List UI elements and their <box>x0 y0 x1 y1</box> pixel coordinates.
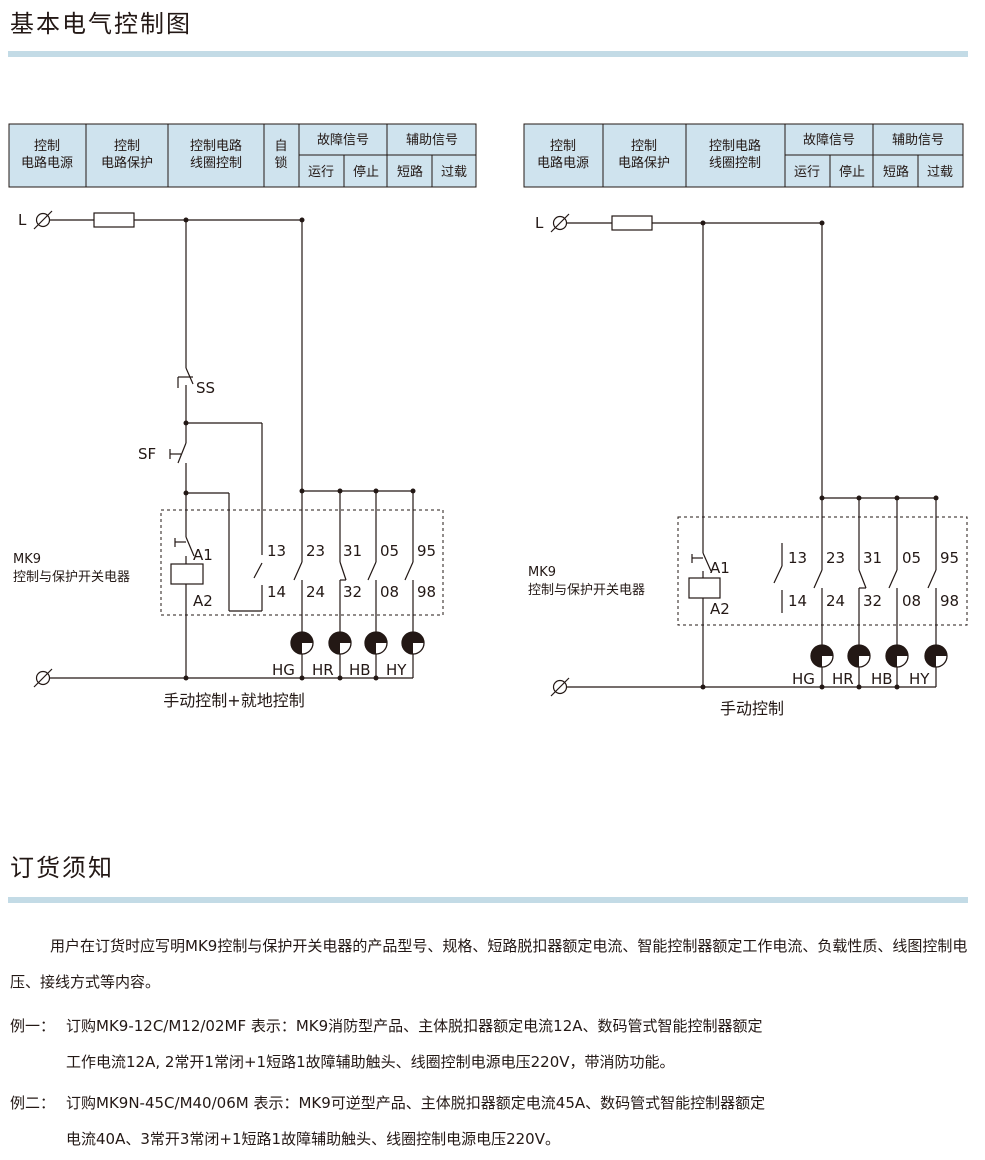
mk9-label-left: MK9 <box>13 552 41 567</box>
hdr-aux: 辅助信号 <box>406 133 458 148</box>
caption-left: 手动控制+就地控制 <box>163 691 304 710</box>
left-diagram: 控制 电路电源 控制 电路保护 控制电路 线圈控制 自 锁 故障信号 辅助信号 … <box>8 123 477 710</box>
label-a1-right: A1 <box>710 559 730 577</box>
hdr-stop: 停止 <box>353 164 379 180</box>
order-intro-text: 用户在订货时应写明MK9控制与保护开关电器的产品型号、规格、短路脱扣器额定电流、… <box>10 937 968 991</box>
hdr-overload: 过载 <box>441 165 467 180</box>
contact-31-left: 31 <box>343 542 362 560</box>
lamp-label-hy-right: HY <box>909 670 930 688</box>
hdr-aux-right: 辅助信号 <box>892 133 944 148</box>
hdr-coil-2-right: 线圈控制 <box>709 156 761 171</box>
contact-13-right: 13 <box>788 549 807 567</box>
mk9-label-right: MK9 <box>528 565 556 580</box>
contact-95-left: 95 <box>417 542 436 560</box>
hdr-run: 运行 <box>308 165 334 180</box>
label-L-left: L <box>18 211 27 229</box>
hdr-protect-2: 电路保护 <box>101 155 153 171</box>
example2-label: 例二： <box>10 1094 56 1112</box>
contact-08-right: 08 <box>902 592 921 610</box>
left-junctions <box>183 217 416 681</box>
example1-line2: 工作电流12A, 2常开1常闭+1短路1故障辅助触头、线圈控制电源电压220V，… <box>66 1053 675 1071</box>
lamp-hr-right <box>847 644 871 668</box>
contact-13-left: 13 <box>267 542 286 560</box>
left-wiring <box>33 210 414 688</box>
lamp-hy-right <box>924 644 948 668</box>
lamp-label-hb-left: HB <box>349 661 371 679</box>
lamp-hg-left <box>290 631 314 655</box>
hdr-selflock-1: 自 <box>274 139 287 154</box>
hdr-fault: 故障信号 <box>317 133 369 148</box>
device-label-right: 控制与保护开关电器 <box>528 583 645 598</box>
device-label-left: 控制与保护开关电器 <box>13 570 130 585</box>
label-sf: SF <box>138 445 156 463</box>
section-title-diagram: 基本电气控制图 <box>10 10 192 38</box>
hdr-coil-1-right: 控制电路 <box>709 138 761 154</box>
section-divider-2 <box>8 897 968 903</box>
contact-23-right: 23 <box>826 549 845 567</box>
hdr-stop-right: 停止 <box>839 164 865 180</box>
left-header-table <box>8 123 477 188</box>
hdr-fault-right: 故障信号 <box>803 133 855 148</box>
right-header-table <box>523 123 964 188</box>
lamp-label-hg-left: HG <box>272 661 295 679</box>
lamp-hr-left <box>328 631 352 655</box>
hdr-coil-1: 控制电路 <box>190 138 242 154</box>
contact-32-right: 32 <box>863 592 882 610</box>
lamp-label-hb-right: HB <box>871 670 893 688</box>
label-a2-left: A2 <box>193 592 213 610</box>
hdr-protect-1-right: 控制 <box>631 139 657 154</box>
contact-32-left: 32 <box>343 583 362 601</box>
lamp-hb-right <box>885 644 909 668</box>
label-a1-left: A1 <box>193 546 213 564</box>
example2-line2: 电流40A、3常开3常闭+1短路1故障辅助触头、线圈控制电源电压220V。 <box>66 1130 560 1148</box>
section-title-ordering: 订货须知 <box>10 854 114 882</box>
hdr-protect-1: 控制 <box>114 139 140 154</box>
example2-line1: 订购MK9N-45C/M40/06M 表示：MK9可逆型产品、主体脱扣器额定电流… <box>66 1094 766 1112</box>
contact-24-right: 24 <box>826 592 845 610</box>
example1-label: 例一： <box>10 1017 56 1035</box>
hdr-power-2: 电路电源 <box>21 155 73 171</box>
label-ss: SS <box>196 379 215 397</box>
hdr-power-1: 控制 <box>34 139 60 154</box>
hdr-power-2-right: 电路电源 <box>537 155 589 171</box>
lamp-hg-right <box>810 644 834 668</box>
lamp-hy-left <box>401 631 425 655</box>
right-wiring <box>550 213 937 697</box>
lamp-label-hy-left: HY <box>386 661 407 679</box>
contact-14-left: 14 <box>267 583 286 601</box>
control-diagrams: 控制 电路电源 控制 电路保护 控制电路 线圈控制 自 锁 故障信号 辅助信号 … <box>8 123 968 718</box>
hdr-run-right: 运行 <box>794 165 820 180</box>
label-L-right: L <box>535 214 544 232</box>
hdr-protect-2-right: 电路保护 <box>618 155 670 171</box>
hdr-overload-right: 过载 <box>927 165 953 180</box>
lamp-hb-left <box>364 631 388 655</box>
right-junctions <box>700 220 939 690</box>
section-divider <box>8 51 968 57</box>
lamp-label-hr-right: HR <box>832 670 854 688</box>
hdr-selflock-2: 锁 <box>274 155 287 171</box>
contact-95-right: 95 <box>940 549 959 567</box>
contact-05-right: 05 <box>902 549 921 567</box>
label-a2-right: A2 <box>710 600 730 618</box>
hdr-short: 短路 <box>397 164 423 180</box>
right-mk9-box <box>677 516 968 626</box>
contact-08-left: 08 <box>380 583 399 601</box>
contact-98-left: 98 <box>417 583 436 601</box>
order-intro: 用户在订货时应写明MK9控制与保护开关电器的产品型号、规格、短路脱扣器额定电流、… <box>10 928 975 1000</box>
contact-05-left: 05 <box>380 542 399 560</box>
lamp-label-hg-right: HG <box>792 670 815 688</box>
example1-line1: 订购MK9-12C/M12/02MF 表示：MK9消防型产品、主体脱扣器额定电流… <box>66 1017 763 1035</box>
lamp-label-hr-left: HR <box>312 661 334 679</box>
contact-31-right: 31 <box>863 549 882 567</box>
contact-24-left: 24 <box>306 583 325 601</box>
hdr-short-right: 短路 <box>883 164 909 180</box>
contact-14-right: 14 <box>788 592 807 610</box>
caption-right: 手动控制 <box>720 699 784 718</box>
left-mk9-box <box>160 509 444 616</box>
contact-23-left: 23 <box>306 542 325 560</box>
contact-98-right: 98 <box>940 592 959 610</box>
hdr-coil-2: 线圈控制 <box>190 156 242 171</box>
right-diagram: 控制 电路电源 控制 电路保护 控制电路 线圈控制 故障信号 辅助信号 运行 停… <box>523 123 968 718</box>
hdr-power-1-right: 控制 <box>550 139 576 154</box>
